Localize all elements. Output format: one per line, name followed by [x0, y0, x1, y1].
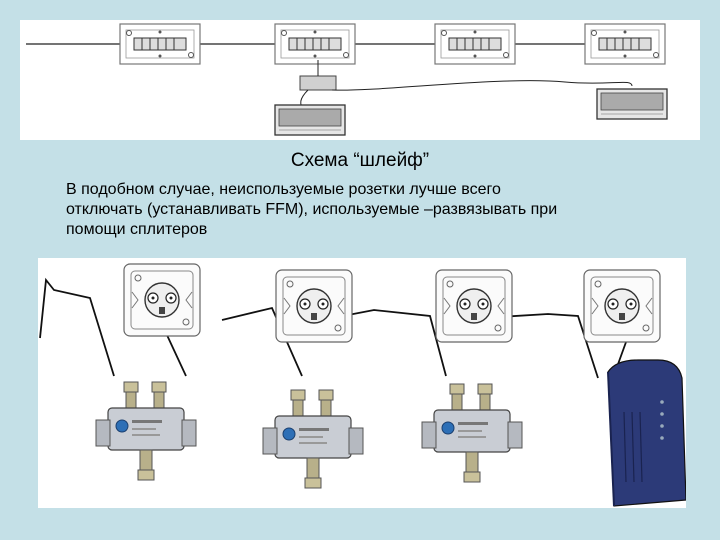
note-line-2: отключать (устанавливать FFM), используе…	[66, 200, 686, 220]
wall-socket-4	[584, 270, 660, 342]
cable-modem	[608, 360, 686, 506]
wall-socket-1	[124, 264, 200, 336]
tv-receiver-2	[597, 89, 667, 119]
wall-socket-3	[435, 24, 515, 64]
note-line-1: В подобном случае, неиспользуемые розетк…	[66, 180, 686, 200]
loop-scheme-diagram	[20, 20, 700, 140]
note-line-3: помощи сплитеров	[66, 220, 686, 240]
wall-socket-3	[436, 270, 512, 342]
explanation-text: В подобном случае, неиспользуемые розетк…	[66, 180, 686, 240]
splitter-2	[263, 390, 363, 488]
splitter-1	[96, 382, 196, 480]
tv-receiver-1	[275, 105, 345, 135]
wall-socket-4	[585, 24, 665, 64]
wall-socket-2	[276, 270, 352, 342]
splitter-3	[422, 384, 522, 482]
wall-socket-2	[275, 24, 355, 64]
wall-socket-1	[120, 24, 200, 64]
splitter-connection-photo	[38, 258, 686, 508]
diagram-caption: Схема “шлейф”	[0, 150, 720, 172]
splitter-small	[300, 76, 336, 90]
